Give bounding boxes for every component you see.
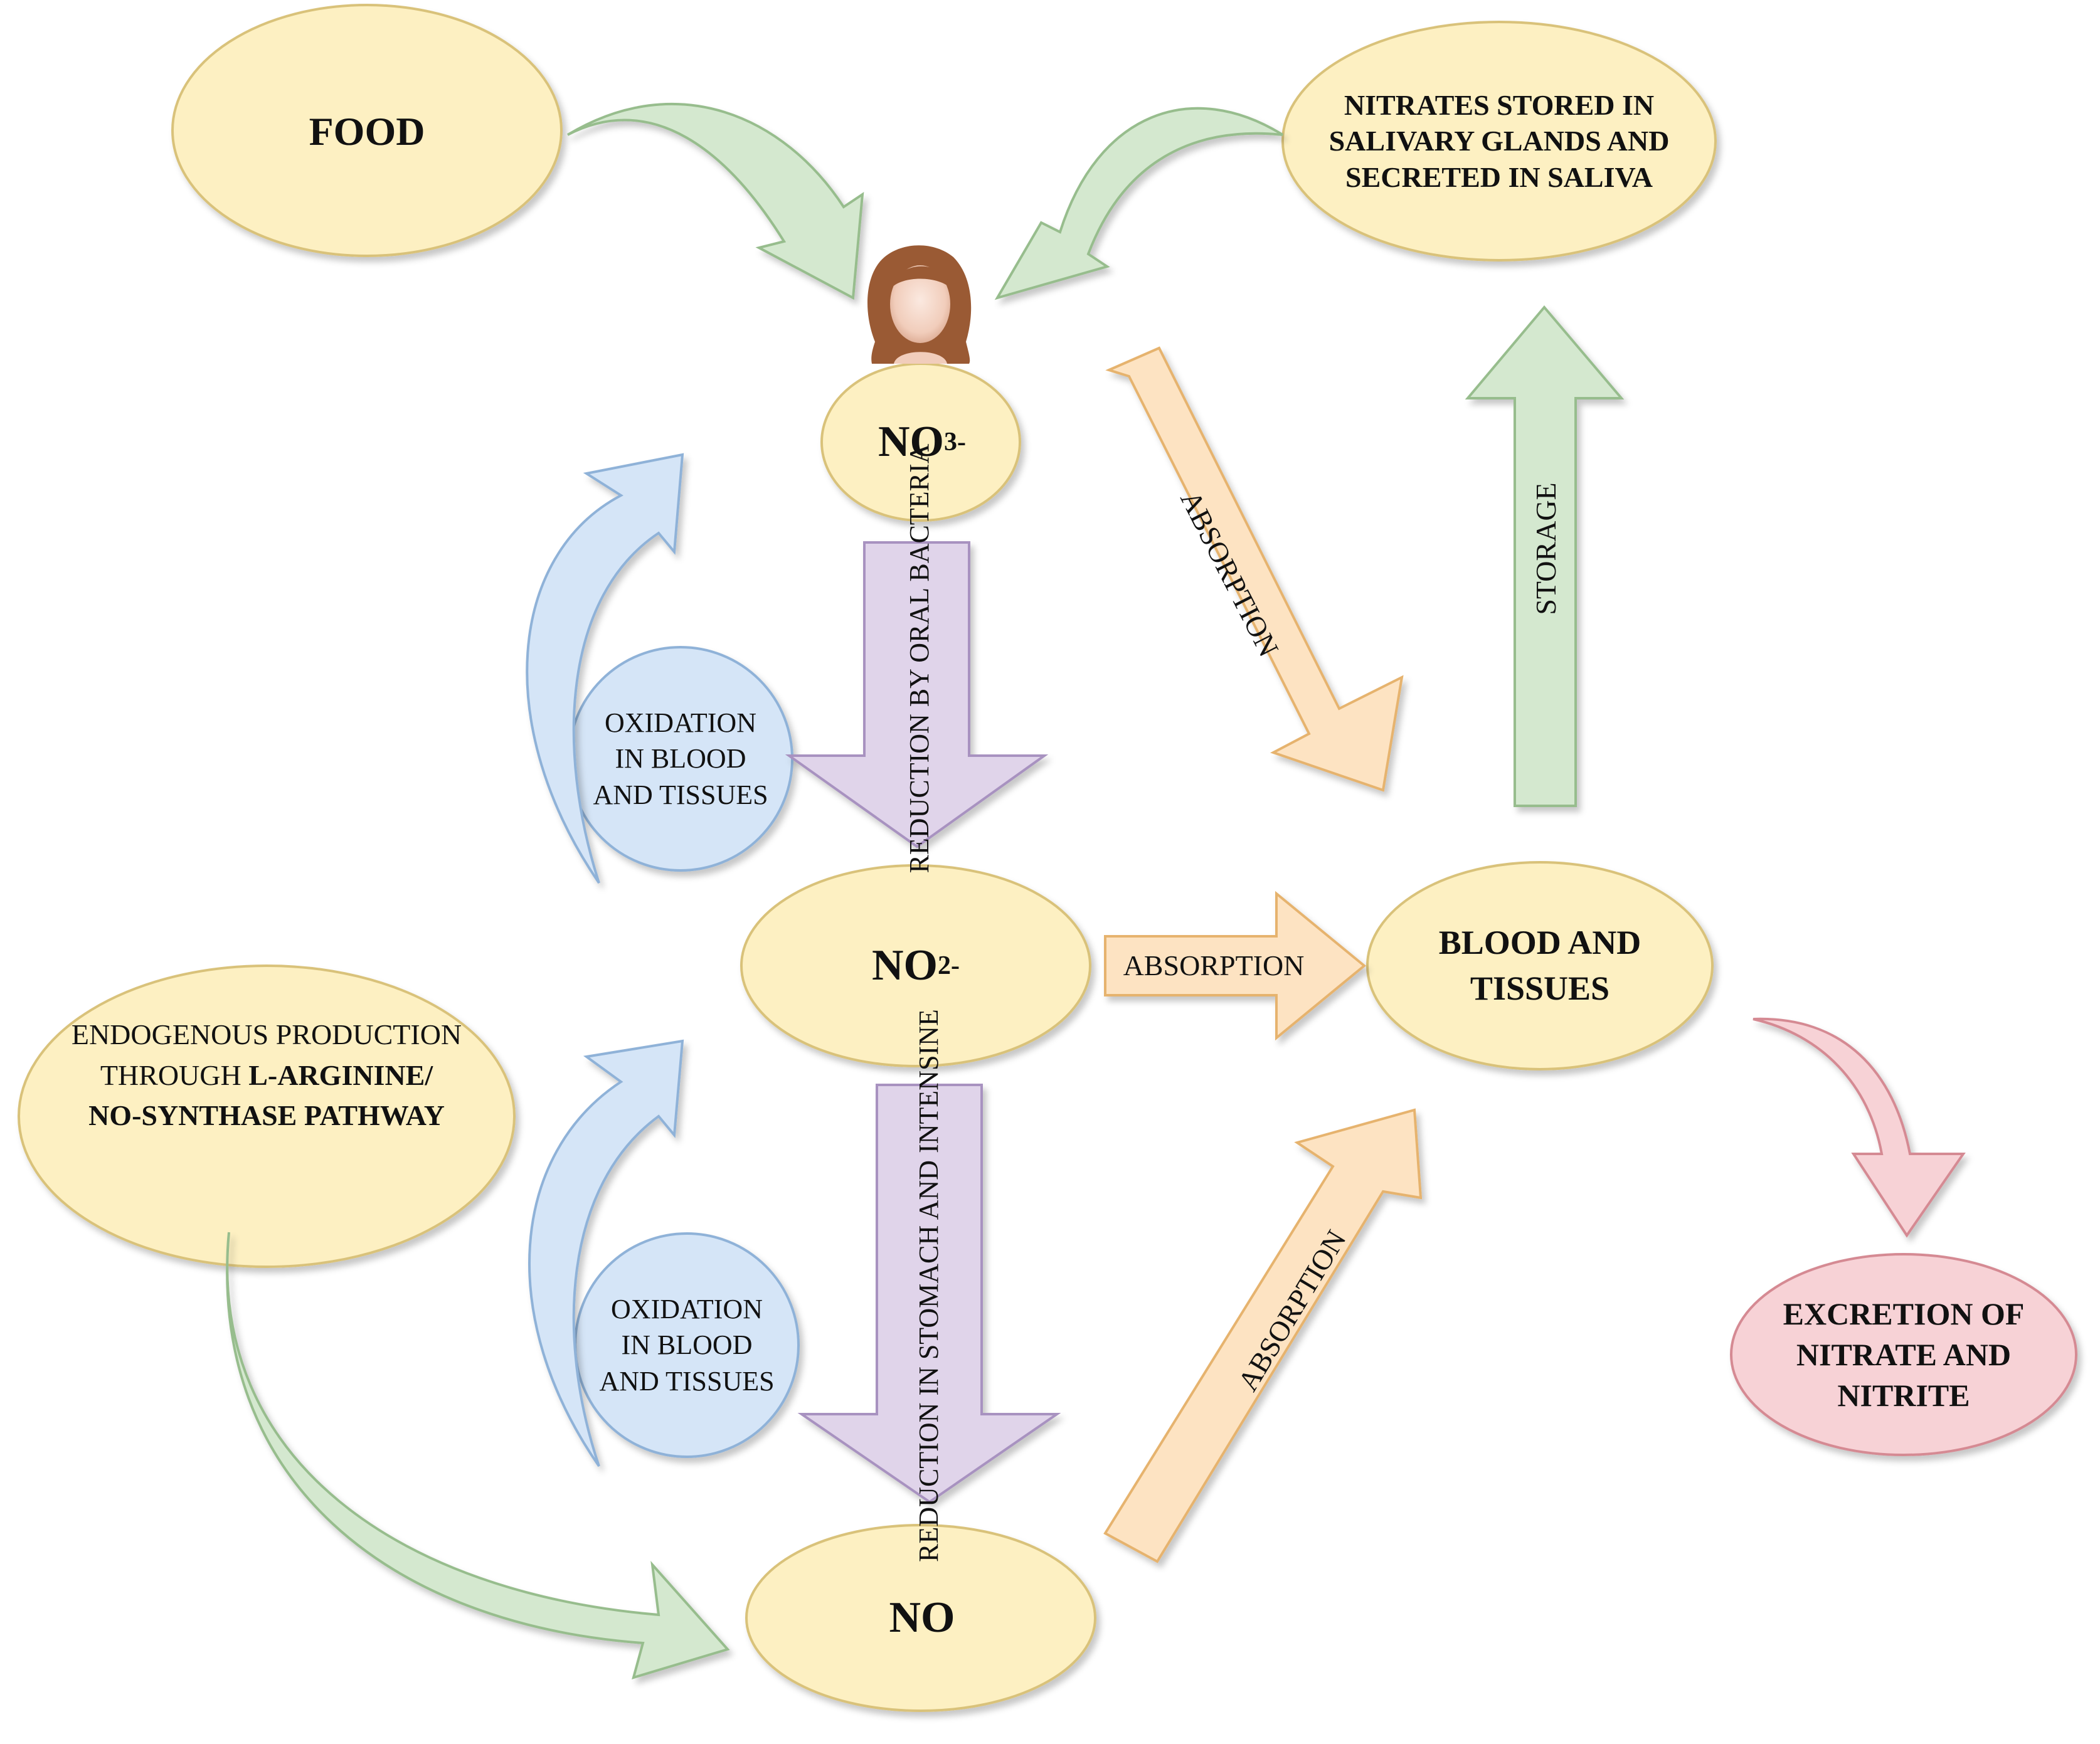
endogenous-line-2: THROUGH L-ARGININE/ [100, 1055, 433, 1096]
food-node [171, 4, 563, 257]
nitrate-formula-subscript: 3 [944, 427, 957, 457]
no-label: NO [889, 1593, 955, 1642]
storage-label: STORAGE [1530, 482, 1562, 615]
absorption-nitrite-label: ABSORPTION [1123, 949, 1305, 982]
saliva-to-nitrate-arrow [994, 107, 1284, 300]
absorption-nitrite-arrow [1104, 890, 1367, 1041]
endogenous-line-3: NO-SYNTHASE PATHWAY [88, 1099, 445, 1132]
nitrate-formula-charge: - [957, 427, 966, 457]
absorption-nitrate-arrow [1105, 346, 1404, 792]
no-node [745, 1524, 1096, 1712]
reduction-stomach-arrow [797, 1084, 1061, 1504]
saliva-node [1281, 21, 1717, 262]
excretion-label: EXCRETION OF NITRATE AND NITRITE [1783, 1296, 2025, 1413]
oxidation-top-curved-arrow [526, 453, 684, 884]
saliva-label: NITRATES STORED IN SALIVARY GLANDS AND S… [1328, 88, 1670, 193]
nitrite-formula-subscript: 2 [938, 951, 951, 980]
endogenous-line-2-bold: L-ARGININE/ [248, 1059, 433, 1091]
storage-arrow [1465, 305, 1625, 807]
excretion-node [1730, 1253, 2077, 1456]
person-head-icon [867, 245, 972, 364]
nitrite-formula-charge: - [951, 951, 960, 980]
oxidation-top-label: OXIDATION IN BLOOD AND TISSUES [593, 707, 768, 810]
blood-tissues-node [1366, 861, 1714, 1070]
absorption-no-arrow [1103, 1108, 1423, 1563]
reduction-oral-arrow [785, 541, 1049, 848]
reduction-stomach-label: REDUCTION IN STOMACH AND INTENSINE [913, 1009, 944, 1562]
excretion-arrow [1753, 1017, 1966, 1238]
endogenous-production-label: ENDOGENOUS PRODUCTION THROUGH L-ARGININE… [25, 1007, 508, 1144]
oxidation-bottom-curved-arrow [528, 1039, 684, 1467]
oxidation-bottom-label: OXIDATION IN BLOOD AND TISSUES [599, 1294, 775, 1397]
nitrite-node [740, 864, 1091, 1067]
endogenous-line-2-plain: THROUGH [100, 1059, 249, 1091]
blood-tissues-label: BLOOD AND TISSUES [1438, 924, 1641, 1007]
reduction-oral-label: REDUCTION BY ORAL BACTERIA [903, 443, 935, 874]
nitrate-formula-base: NO [878, 418, 944, 466]
endogenous-to-no-arrow [226, 1232, 730, 1679]
endogenous-production-node [18, 964, 516, 1268]
food-label: FOOD [309, 108, 425, 154]
endogenous-line-1: ENDOGENOUS PRODUCTION [71, 1018, 462, 1051]
nitrite-formula-base: NO [872, 941, 938, 990]
food-to-nitrate-arrow [566, 102, 864, 300]
